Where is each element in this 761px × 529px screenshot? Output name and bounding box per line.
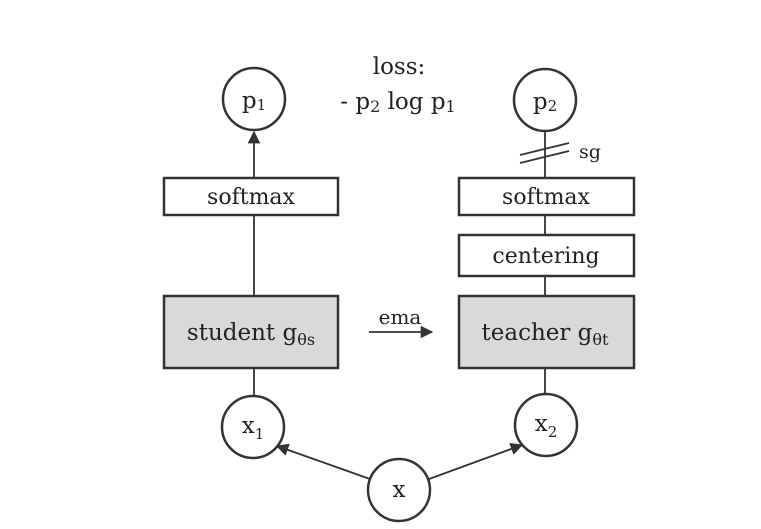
ema-label: ema xyxy=(379,305,422,329)
teacher-softmax-label: softmax xyxy=(502,185,590,210)
stop-gradient-label: sg xyxy=(579,141,601,163)
teacher-input-label: x2 xyxy=(535,411,558,441)
edge-x-to-x1 xyxy=(275,443,371,480)
centering-label: centering xyxy=(492,244,599,269)
teacher-network-label: teacher gθt xyxy=(482,320,610,349)
teacher-input-node xyxy=(513,392,579,458)
student-softmax-label: softmax xyxy=(207,185,295,210)
edge-x-to-x2 xyxy=(428,442,524,480)
student-network-label: student gθs xyxy=(187,320,315,349)
stop-gradient-mark-1 xyxy=(519,142,570,156)
student-output-node xyxy=(221,66,287,132)
loss-formula: - p2 log p1 xyxy=(340,89,455,116)
student-output-label: p1 xyxy=(242,88,266,114)
student-network-box xyxy=(162,294,340,370)
teacher-output-label: p2 xyxy=(533,89,557,115)
teacher-network-box xyxy=(457,294,636,370)
student-softmax-box xyxy=(162,176,340,217)
source-input-node xyxy=(366,457,432,523)
centering-box xyxy=(457,233,636,278)
teacher-output-node xyxy=(512,67,578,133)
loss-label: loss: xyxy=(373,54,426,80)
teacher-softmax-box xyxy=(457,176,636,217)
stop-gradient-mark-2 xyxy=(519,150,570,164)
student-input-label: x1 xyxy=(242,413,265,443)
source-input-label: x xyxy=(393,477,406,503)
student-input-node xyxy=(220,394,286,460)
